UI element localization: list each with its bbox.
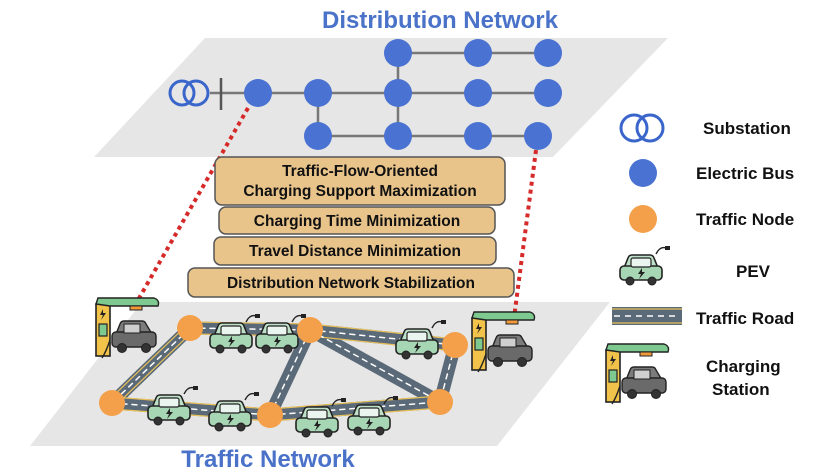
traffic-node-icon xyxy=(427,389,453,415)
legend-traffic-road-label: Traffic Road xyxy=(696,309,794,328)
electric-bus-icon xyxy=(244,79,272,107)
traffic-node-icon xyxy=(257,402,283,428)
electric-bus-icon xyxy=(304,79,332,107)
objective-1-line1: Traffic-Flow-Oriented xyxy=(282,163,438,180)
electric-bus-icon xyxy=(534,79,562,107)
legend-electric-bus-label: Electric Bus xyxy=(696,164,794,183)
electric-bus-icon xyxy=(304,122,332,150)
objective-3: Travel Distance Minimization xyxy=(249,243,461,260)
objective-box-3 xyxy=(213,236,497,266)
electric-bus-icon xyxy=(384,39,412,67)
electric-bus-icon xyxy=(384,79,412,107)
substation-icon xyxy=(168,79,210,107)
traffic-nodes xyxy=(99,315,468,428)
legend-charging-station-label-1: Charging xyxy=(706,357,781,376)
charging-station-icon xyxy=(605,343,670,405)
objective-4: Distribution Network Stabilization xyxy=(227,275,475,292)
objective-box-1 xyxy=(214,156,506,206)
pev-icon xyxy=(619,245,671,286)
distribution-network-title: Distribution Network xyxy=(322,7,559,34)
legend-traffic-node-label: Traffic Node xyxy=(696,210,794,229)
objective-stack: Traffic-Flow-Oriented Charging Support M… xyxy=(187,156,515,298)
electric-bus-icon xyxy=(524,122,552,150)
traffic-node-icon xyxy=(297,317,323,343)
legend-pev-label: PEV xyxy=(736,262,771,281)
electric-bus-icon xyxy=(629,159,657,187)
traffic-node-icon xyxy=(99,390,125,416)
electric-buses xyxy=(244,39,562,150)
coupling-connectors xyxy=(136,107,538,319)
traffic-road-icon xyxy=(612,307,682,325)
distribution-plane xyxy=(94,38,668,157)
objective-box-4 xyxy=(187,267,515,298)
legend-charging-station-label-2: Station xyxy=(712,380,770,399)
electric-bus-icon xyxy=(384,122,412,150)
electric-bus-icon xyxy=(464,39,492,67)
electric-bus-icon xyxy=(464,122,492,150)
electric-bus-icon xyxy=(464,79,492,107)
objective-1-line2: Charging Support Maximization xyxy=(243,183,476,200)
legend-substation-label: Substation xyxy=(703,119,791,138)
legend: Substation Electric Bus Traffic Node PEV… xyxy=(605,113,794,405)
traffic-node-icon xyxy=(629,205,657,233)
traffic-node-icon xyxy=(177,315,203,341)
electric-bus-icon xyxy=(534,39,562,67)
traffic-node-icon xyxy=(442,332,468,358)
objective-2: Charging Time Minimization xyxy=(254,213,460,230)
objective-box-2 xyxy=(218,206,496,235)
substation-icon xyxy=(619,113,665,143)
traffic-network-title: Traffic Network xyxy=(181,446,355,472)
